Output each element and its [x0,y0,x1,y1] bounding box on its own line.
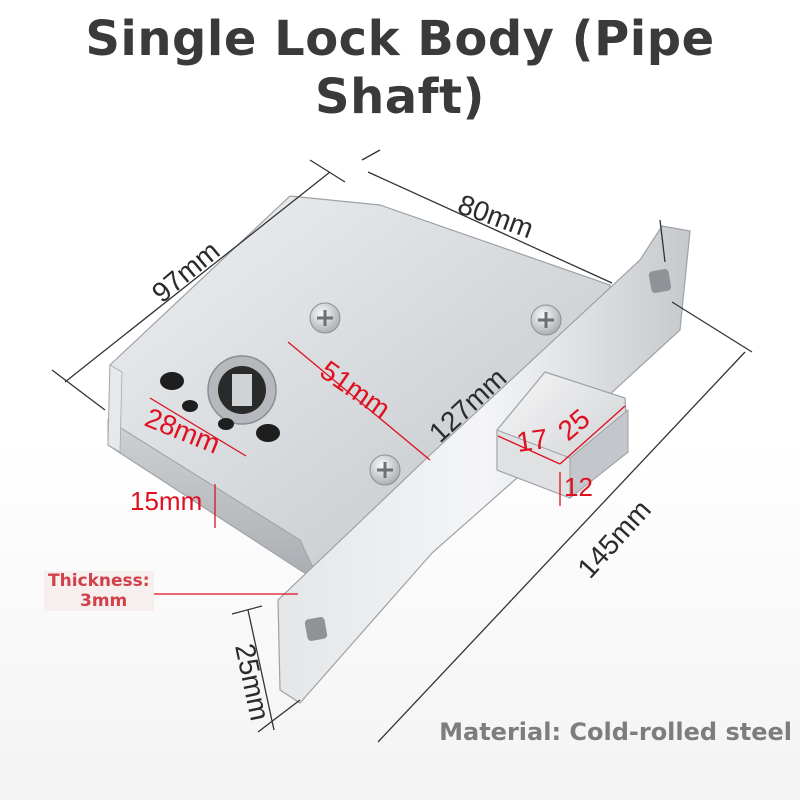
screw-top-right [530,304,562,336]
dim-bolt-17: 17 [515,423,550,458]
dim-offset-15mm: 15mm [130,486,202,516]
page-title-line-1: Single Lock Body (Pipe [85,11,715,67]
faceplate [277,225,691,704]
thickness-label: Thickness: 3mm [44,571,154,611]
mounting-hole-4 [256,424,280,442]
screw-top-left [309,302,341,334]
thickness-title: Thickness: [48,571,150,591]
mounting-hole-1 [160,372,184,390]
lock-body-plate [107,195,613,584]
red-dimension-lines [149,341,626,595]
spindle-hub [207,355,277,425]
faceplate-screw-hole-bottom [304,617,328,641]
page-title: Single Lock Body (Pipe Shaft) [0,10,800,126]
mounting-hole-3 [218,418,234,430]
black-dimension-lines [51,149,753,743]
thickness-value: 3mm [80,591,128,611]
dim-bolt-12: 12 [564,472,593,502]
mounting-hole-2 [182,400,198,412]
screw-bottom [369,454,401,486]
faceplate-screw-hole-top [648,269,672,293]
dead-bolt [496,371,629,500]
dim-length-145mm: 145mm [571,494,657,584]
page-title-line-2: Shaft) [315,69,485,125]
dim-faceplate-25mm: 25mm [229,641,275,724]
material-label: Material: Cold-rolled steel [439,718,792,746]
